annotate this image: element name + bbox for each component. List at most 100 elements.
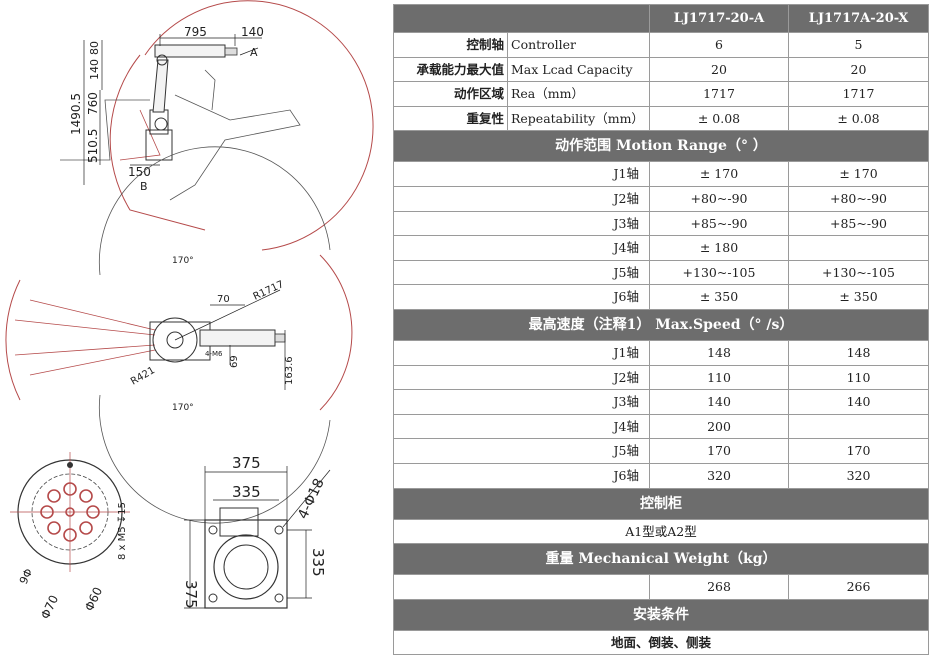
section-title: 最高速度（注释1） Max.Speed（° /s） (393, 308, 929, 341)
dim-163-6: 163.6 (284, 356, 295, 385)
technical-drawings: 795 140 A B 150 80 140 1490.5 760 510.5 (5, 0, 374, 621)
label-b: B (140, 180, 148, 193)
value-a: 170 (649, 438, 789, 464)
dim-795: 795 (184, 25, 207, 39)
value-x: 5 (788, 32, 929, 58)
axis-label: J4轴 (393, 413, 650, 440)
axis-label: J6轴 (393, 284, 650, 310)
dim-150: 150 (128, 165, 151, 179)
value-x: +80~-90 (788, 185, 929, 212)
phi-9: 9Φ (17, 566, 36, 586)
speed-row-j2: J2轴 110 110 (393, 364, 929, 391)
header-row: LJ1717-20-A LJ1717A-20-X (393, 4, 929, 33)
axis-label: J1轴 (393, 161, 650, 187)
dim-80: 80 (88, 41, 101, 55)
spec-table-panel: LJ1717-20-A LJ1717A-20-X 控制轴 Controller … (393, 4, 929, 656)
base-holes: 4-Φ18 (295, 476, 328, 522)
robot-top-silhouette (149, 317, 286, 363)
value-a: ± 170 (649, 161, 789, 187)
motion-row-j5: J5轴 +130~-105 +130~-105 (393, 259, 929, 286)
install-value: 地面、倒装、侧装 (393, 629, 929, 656)
model-a-header: LJ1717-20-A (649, 4, 789, 33)
value-a: 200 (649, 413, 789, 440)
value-x: 20 (788, 56, 929, 83)
axis-label: J1轴 (393, 339, 650, 366)
weight-row: 268 266 (393, 574, 929, 600)
value-x: 320 (788, 462, 929, 489)
value-a: +130~-105 (649, 259, 789, 286)
value-x: ± 0.08 (788, 105, 929, 132)
section-title: 控制柜 (393, 487, 929, 520)
label-a: A (250, 46, 258, 59)
value-x: ± 350 (788, 284, 929, 310)
dim-1490: 1490.5 (69, 93, 83, 135)
label-cn: 承载能力最大值 (393, 56, 508, 83)
motion-row-j4: J4轴 ± 180 (393, 235, 929, 261)
motion-row-j3: J3轴 +85~-90 +85~-90 (393, 210, 929, 237)
phi-60: Φ60 (82, 585, 105, 613)
radius-1717: R1717 (252, 279, 286, 303)
dim-760: 760 (86, 92, 100, 115)
section-install: 安装条件 (393, 598, 929, 631)
value-a: 6 (649, 32, 789, 58)
section-cabinet: 控制柜 (393, 487, 929, 520)
dim-375-top: 375 (232, 454, 261, 472)
flange-screws: 8 x M5 ↧15 (117, 502, 128, 560)
spec-table: LJ1717-20-A LJ1717A-20-X 控制轴 Controller … (393, 4, 929, 656)
speed-row-j5: J5轴 170 170 (393, 438, 929, 464)
section-title: 安装条件 (393, 598, 929, 631)
dim-335-top: 335 (232, 483, 261, 501)
speed-row-j3: J3轴 140 140 (393, 389, 929, 415)
dim-510: 510.5 (86, 129, 100, 163)
cabinet-row: A1型或A2型 (393, 518, 929, 545)
axis-label: J5轴 (393, 259, 650, 286)
value-x: 1717 (788, 81, 929, 107)
value-a: +80~-90 (649, 185, 789, 212)
label-cn: 动作区域 (393, 81, 508, 107)
drawings-panel: 795 140 A B 150 80 140 1490.5 760 510.5 (0, 0, 395, 663)
value-a: ± 180 (649, 235, 789, 261)
value-x: +130~-105 (788, 259, 929, 286)
value-x: ± 170 (788, 161, 929, 187)
value-a: +85~-90 (649, 210, 789, 237)
flange-drawing: 9Φ Φ70 Φ60 8 x M5 ↧15 (10, 452, 130, 621)
speed-row-j4: J4轴 200 (393, 413, 929, 440)
side-envelope-left-arc (109, 54, 206, 231)
row-controller: 控制轴 Controller 6 5 (393, 32, 929, 58)
row-reach: 动作区域 Rea（mm） 1717 1717 (393, 81, 929, 107)
radius-421: R421 (129, 365, 157, 388)
angle-top: 170° (172, 256, 194, 266)
value-x: +85~-90 (788, 210, 929, 237)
axis-label: J4轴 (393, 235, 650, 261)
weight-value-x: 266 (788, 574, 929, 600)
dim-140-vertical: 140 (88, 59, 101, 80)
section-weight: 重量 Mechanical Weight（kg） (393, 543, 929, 576)
value-x: 148 (788, 339, 929, 366)
value-a: 110 (649, 364, 789, 391)
phi-70: Φ70 (38, 593, 61, 621)
motion-row-j1: J1轴 ± 170 ± 170 (393, 161, 929, 187)
row-capacity: 承载能力最大值 Max Lcad Capacity 20 20 (393, 56, 929, 83)
top-view-drawing: 170° 170° R1717 70 R421 4-M6 69 163.6 (5, 146, 353, 524)
label-en: Max Lcad Capacity (507, 56, 650, 83)
angle-bottom: 170° (172, 403, 194, 413)
row-repeatability: 重复性 Repeatability（mm） ± 0.08 ± 0.08 (393, 105, 929, 132)
value-a: 1717 (649, 81, 789, 107)
section-title: 动作范围 Motion Range（° ） (393, 130, 929, 163)
cabinet-value: A1型或A2型 (393, 518, 929, 545)
robot-side-silhouette (145, 44, 238, 161)
value-x: 170 (788, 438, 929, 464)
value-a: ± 0.08 (649, 105, 789, 132)
label-en: Repeatability（mm） (507, 105, 650, 132)
value-a: ± 350 (649, 284, 789, 310)
value-x (788, 413, 929, 440)
section-title: 重量 Mechanical Weight（kg） (393, 543, 929, 576)
axis-label: J6轴 (393, 462, 650, 489)
value-a: 320 (649, 462, 789, 489)
axis-label: J5轴 (393, 438, 650, 464)
value-a: 140 (649, 389, 789, 415)
axis-label: J2轴 (393, 364, 650, 391)
section-motion-range: 动作范围 Motion Range（° ） (393, 130, 929, 163)
holes-4-m6: 4-M6 (205, 350, 223, 358)
label-en: Controller (507, 32, 650, 58)
